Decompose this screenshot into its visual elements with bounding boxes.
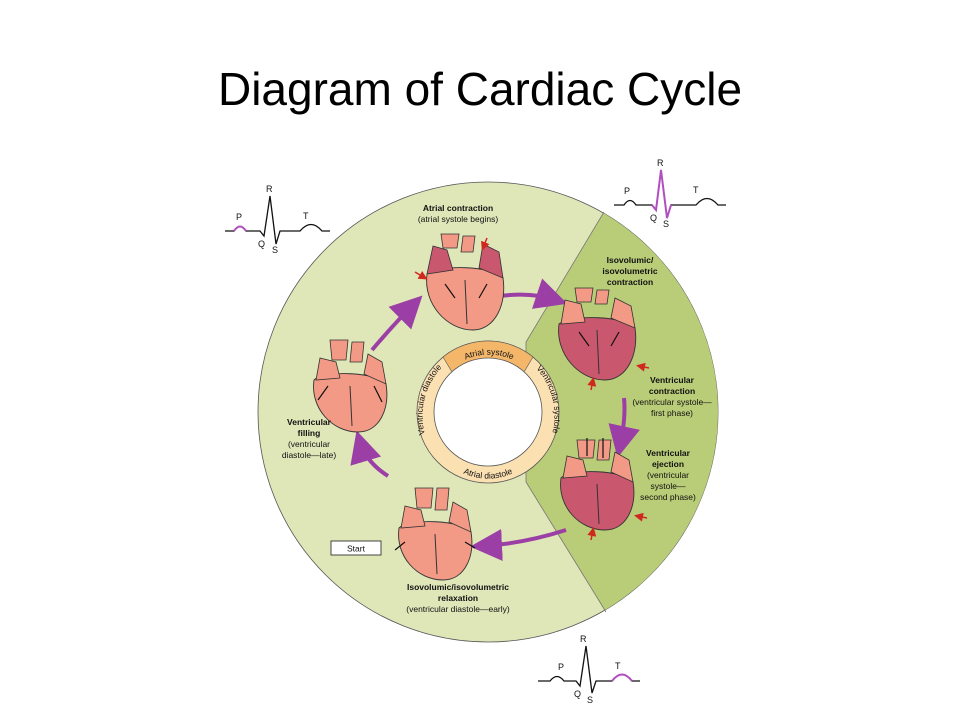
atrial-diastole-label: Atrial diastole: [462, 466, 513, 481]
svg-text:filling: filling: [298, 428, 321, 438]
heart-isovolumic-relaxation: [394, 487, 476, 581]
svg-text:Ventricular: Ventricular: [287, 417, 332, 427]
cycle-arrow-1: [499, 278, 568, 309]
svg-text:Atrial systole: Atrial systole: [463, 347, 516, 362]
label-ventricular-ejection: Ventricular ejection (ventricular systol…: [640, 448, 696, 502]
svg-text:R: R: [657, 158, 664, 168]
cycle-arrow-4: [350, 430, 390, 478]
svg-text:T: T: [693, 185, 699, 195]
cycle-arrow-3: [470, 528, 567, 561]
svg-text:Atrial contraction: Atrial contraction: [423, 203, 493, 213]
svg-text:relaxation: relaxation: [438, 593, 478, 603]
start-box: [330, 540, 382, 556]
svg-text:Q: Q: [650, 213, 657, 223]
svg-text:Ventricular: Ventricular: [646, 448, 691, 458]
inner-hole: [433, 357, 543, 467]
label-ventricular-filling: Ventricular filling (ventricular diastol…: [282, 417, 337, 460]
svg-text:Ventricular: Ventricular: [650, 375, 695, 385]
svg-text:(ventricular: (ventricular: [647, 470, 689, 480]
svg-text:systole—: systole—: [651, 481, 686, 491]
svg-text:first phase): first phase): [651, 408, 693, 418]
svg-text:(ventricular systole—: (ventricular systole—: [632, 397, 712, 407]
slide-title: Diagram of Cardiac Cycle: [217, 63, 743, 115]
heart-atrial-contraction: [414, 233, 505, 331]
svg-text:(ventricular: (ventricular: [288, 439, 330, 449]
svg-text:P: P: [624, 186, 630, 196]
svg-text:second phase): second phase): [640, 492, 696, 502]
heart-ventricular-ejection: [560, 438, 648, 541]
svg-text:T: T: [303, 211, 309, 221]
svg-text:S: S: [272, 245, 278, 255]
ecg-trace-qrs-complex: P R Q S T: [614, 158, 726, 229]
svg-text:(ventricular diastole—early): (ventricular diastole—early): [406, 604, 510, 614]
svg-text:T: T: [615, 661, 621, 671]
svg-text:Isovolumic/isovolumetric: Isovolumic/isovolumetric: [407, 582, 509, 592]
svg-text:R: R: [580, 634, 587, 644]
svg-text:Q: Q: [574, 689, 581, 699]
svg-text:P: P: [236, 212, 242, 222]
ecg-trace-t-wave: P R Q S T: [538, 634, 640, 705]
svg-text:S: S: [663, 219, 669, 229]
svg-text:Isovolumic/: Isovolumic/: [607, 255, 654, 265]
svg-text:isovolumetric: isovolumetric: [602, 266, 658, 276]
svg-text:ejection: ejection: [652, 459, 684, 469]
svg-text:diastole—late): diastole—late): [282, 450, 337, 460]
label-ventricular-contraction: Ventricular contraction (ventricular sys…: [632, 375, 712, 418]
svg-text:Atrial diastole: Atrial diastole: [462, 466, 513, 481]
svg-text:R: R: [266, 184, 273, 194]
svg-text:P: P: [558, 662, 564, 672]
label-atrial-contraction: Atrial contraction (atrial systole begin…: [418, 203, 498, 224]
heart-ventricular-filling: [313, 339, 388, 433]
cycle-arrow-2: [608, 397, 640, 458]
svg-text:Q: Q: [258, 239, 265, 249]
ecg-trace-p-wave: P R Q S T: [225, 184, 330, 255]
start-label: Start: [347, 544, 366, 554]
svg-text:contraction: contraction: [607, 277, 653, 287]
svg-text:contraction: contraction: [649, 386, 695, 396]
svg-text:S: S: [587, 695, 593, 705]
cycle-arrow-5: [370, 295, 423, 352]
svg-text:(atrial systole begins): (atrial systole begins): [418, 214, 498, 224]
atrial-systole-label: Atrial systole: [463, 347, 516, 362]
label-isovolumic-relaxation: Isovolumic/isovolumetric relaxation (ven…: [406, 582, 510, 614]
label-isovolumic-contraction: Isovolumic/ isovolumetric contraction: [602, 255, 658, 287]
heart-isovolumic-contraction: [558, 287, 650, 391]
